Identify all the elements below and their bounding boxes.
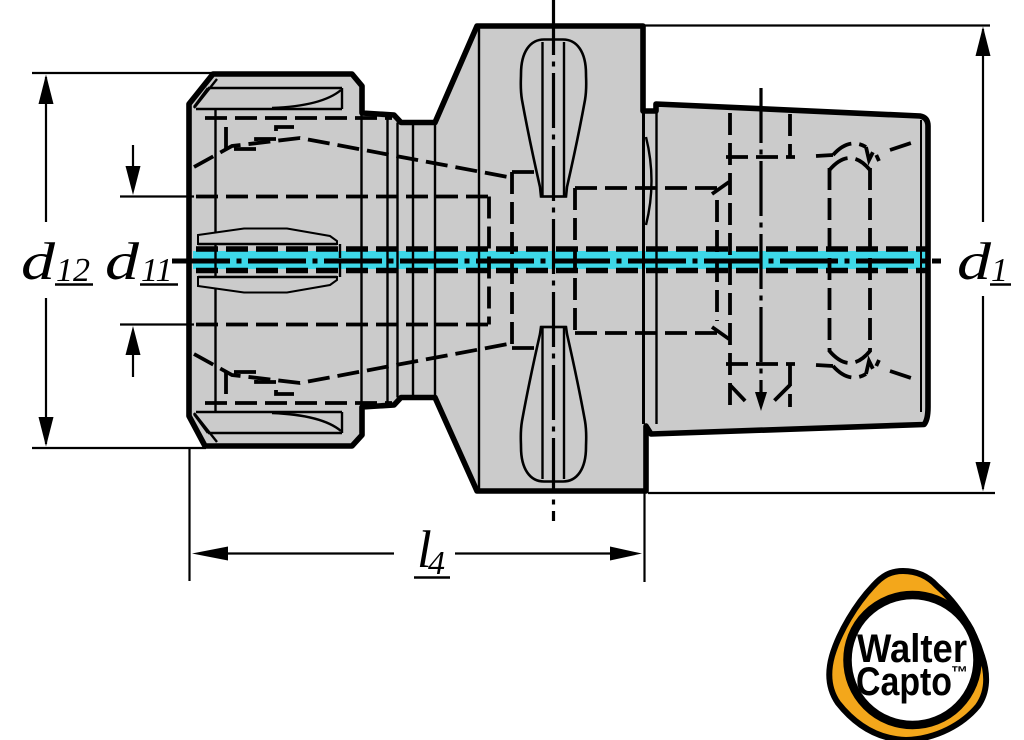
- svg-text:11: 11: [141, 252, 172, 289]
- svg-text:d: d: [21, 233, 56, 291]
- svg-text:Walter: Walter: [857, 627, 967, 671]
- svg-text:12: 12: [56, 252, 90, 289]
- svg-text:d: d: [957, 233, 992, 291]
- svg-text:™: ™: [951, 663, 968, 682]
- svg-text:d: d: [105, 233, 140, 291]
- svg-text:l: l: [417, 521, 432, 579]
- svg-text:1: 1: [991, 252, 1008, 289]
- svg-text:4: 4: [428, 545, 445, 582]
- svg-text:Capto: Capto: [856, 660, 952, 704]
